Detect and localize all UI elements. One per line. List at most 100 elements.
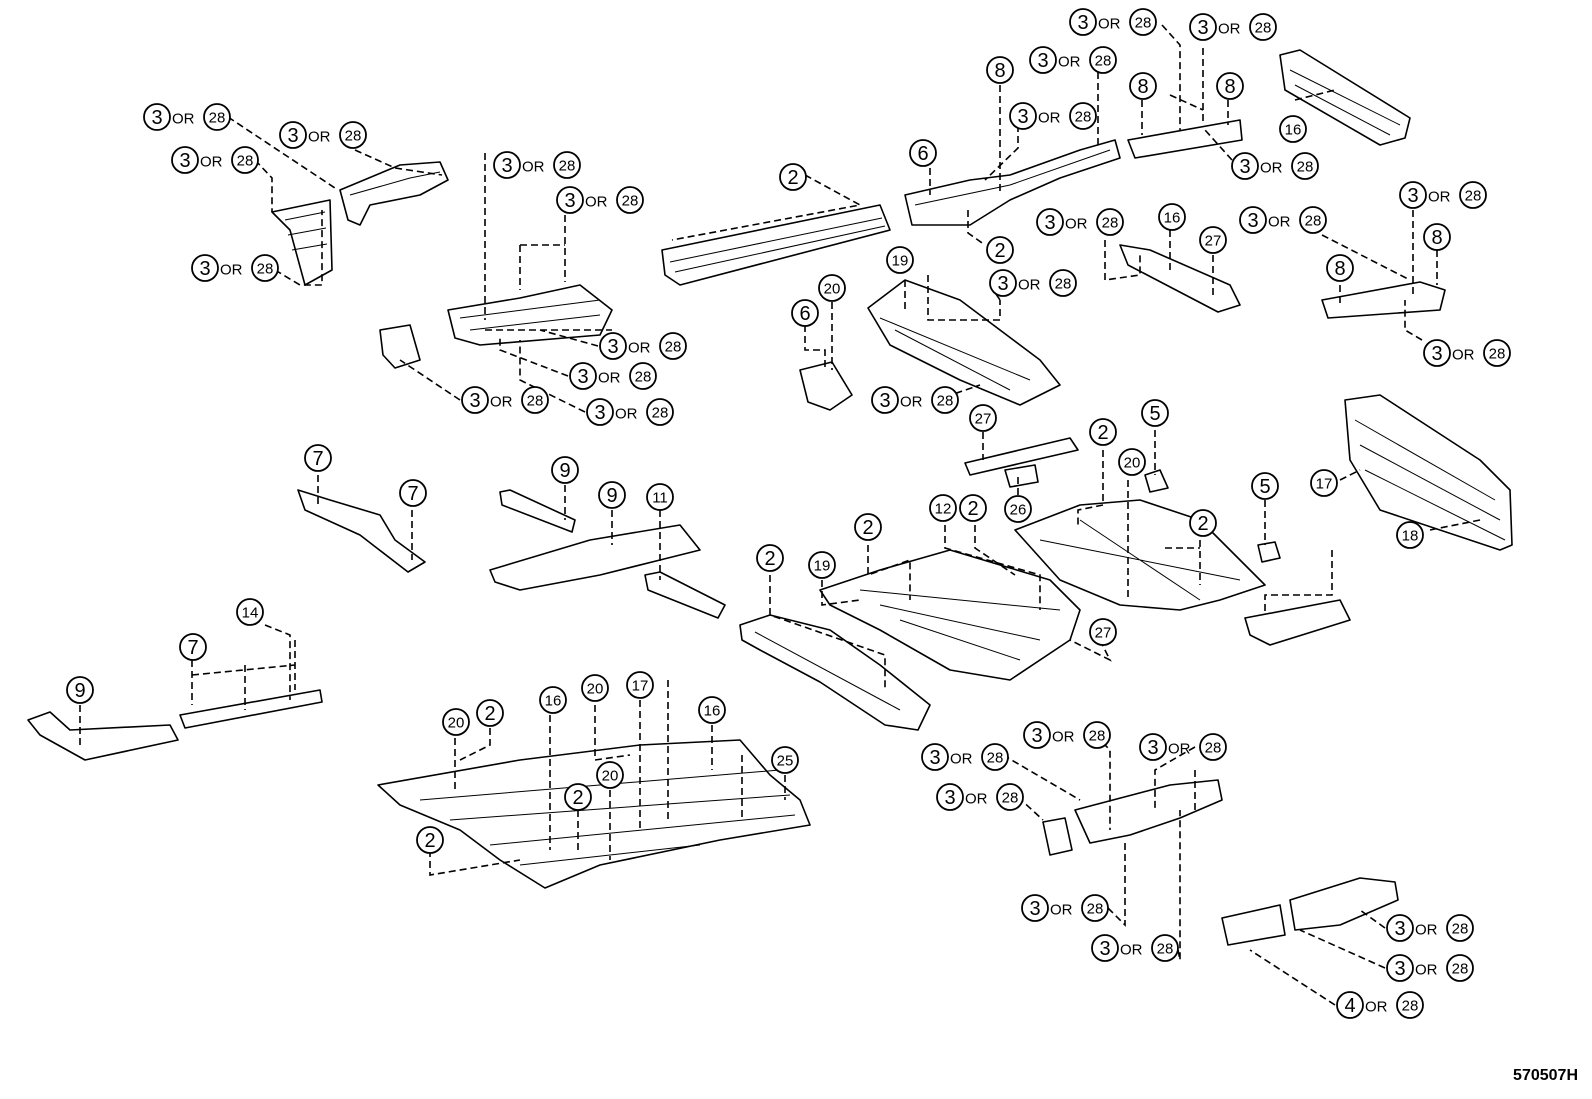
part-number-17-text: 8 [994,60,1005,82]
part-number-42-ring [771,746,799,774]
callout-12-second-part-number: 28 [1089,46,1117,74]
part-number-4-text: 2 [862,517,873,539]
part-number-43-ring [1004,495,1032,523]
callout-27-first-part-number: 3 [1386,914,1414,942]
callout-29-second-part-number-ring [1396,991,1424,1019]
part-number-39: 20 [442,708,470,736]
callout-23-second-part-number-text: 28 [1205,740,1222,757]
callout-14-first-part-number-text: 3 [1239,156,1250,178]
callout-21-or-label: OR [1052,729,1075,746]
callout-28-second-part-number: 28 [1446,954,1474,982]
callout-8-first-part-number-text: 3 [594,402,605,424]
part-side-member-2 [739,614,931,731]
part-number-27-text: 14 [242,605,259,622]
part-number-16-ring [179,633,207,661]
part-number-14: 7 [304,444,332,472]
callout-13-first-part-number-ring [1009,102,1037,130]
callout-19-second-part-number: 28 [1459,181,1487,209]
callout-26-first-part-number: 3 [1091,934,1119,962]
callout-11-or-label: OR [1218,21,1241,38]
callout-7-second-part-number: 28 [629,362,657,390]
callout-1-or-label: OR [308,129,331,146]
part-number-11: 5 [1251,472,1279,500]
part-number-18-text: 8 [1137,76,1148,98]
callout-20-first-part-number: 3 [1423,339,1451,367]
callout-27-or-label: OR [1415,922,1438,939]
callout-7-or-label: OR [598,370,621,387]
part-number-11-text: 5 [1259,476,1270,498]
callout-22-or-label: OR [950,751,973,768]
part-number-6: 2 [1189,509,1217,537]
callout-1-first-part-number-text: 3 [287,125,298,147]
callout-4-first-part-number-ring [493,151,521,179]
callout-29-first-part-number-text: 4 [1344,995,1355,1017]
callout-2-second-part-number-text: 28 [237,153,254,170]
callout-21-first-part-number: 3 [1023,721,1051,749]
callout-20-second-part-number: 28 [1483,339,1511,367]
part-number-4: 2 [854,513,882,541]
callout-15-second-part-number: 28 [1049,269,1077,297]
callout-28-first-part-number: 3 [1386,954,1414,982]
part-number-38-text: 20 [1124,455,1141,472]
part-number-15-ring [399,479,427,507]
part-floor-reinforce-9c [644,571,726,619]
part-number-17-ring [986,56,1014,84]
callout-12-first-part-number-ring [1029,46,1057,74]
callout-7-first-part-number-text: 3 [577,366,588,388]
part-number-7-text: 2 [484,703,495,725]
callout-11-first-part-number-ring [1189,13,1217,41]
part-floor-crossmember-front [447,284,613,346]
part-number-1-text: 2 [994,240,1005,262]
callout-25-second-part-number-ring [1081,894,1109,922]
part-number-29-ring [1158,203,1186,231]
part-number-44-text: 27 [1095,625,1112,642]
part-rear-rail-extension [1127,119,1243,159]
callout-6-first-part-number-ring [599,332,627,360]
part-number-38-ring [1118,448,1146,476]
part-number-6-text: 2 [1197,513,1208,535]
part-rear-floor-side [867,279,1061,406]
callout-9-first-part-number-ring [461,386,489,414]
callout-24-first-part-number-ring [936,783,964,811]
callout-14-first-part-number: 3 [1231,152,1259,180]
part-number-31: 16 [539,686,567,714]
callout-27-first-part-number-ring [1386,914,1414,942]
callout-29-first-part-number-ring [1336,991,1364,1019]
part-number-31-text: 16 [545,693,562,710]
part-number-22: 9 [66,676,94,704]
part-number-6-ring [1189,509,1217,537]
part-number-33: 17 [1310,469,1338,497]
callout-18-second-part-number: 28 [1299,206,1327,234]
callout-10-second-part-number-text: 28 [1135,15,1152,32]
part-number-40-ring [581,674,609,702]
part-floor-reinforce-9a [499,489,576,533]
callout-22-first-part-number-ring [921,743,949,771]
callout-24-second-part-number: 28 [996,783,1024,811]
part-number-28-ring [698,696,726,724]
callout-27-second-part-number: 28 [1446,914,1474,942]
part-number-13: 6 [791,299,819,327]
callout-24-first-part-number-text: 3 [944,787,955,809]
callout-0-first-part-number-ring [143,103,171,131]
callout-17-first-part-number-text: 3 [1044,212,1055,234]
part-number-39-ring [442,708,470,736]
part-number-24-ring [598,481,626,509]
callout-26-second-part-number: 28 [1151,934,1179,962]
callout-22-first-part-number: 3 [921,743,949,771]
part-number-25-ring [646,483,674,511]
part-number-35: 19 [808,551,836,579]
part-number-11-ring [1251,472,1279,500]
callout-0-or-label: OR [172,111,195,128]
part-number-41-ring [596,761,624,789]
callout-14-or-label: OR [1260,160,1283,177]
callout-10-first-part-number-ring [1069,8,1097,36]
part-number-36-ring [886,246,914,274]
callout-12-first-part-number: 3 [1029,46,1057,74]
part-number-26: 12 [929,494,957,522]
callout-28-second-part-number-ring [1446,954,1474,982]
part-number-21-ring [1326,254,1354,282]
callout-16-first-part-number-text: 3 [879,390,890,412]
callout-19-second-part-number-text: 28 [1465,188,1482,205]
part-number-42-text: 25 [777,753,794,770]
part-number-19: 8 [1216,72,1244,100]
